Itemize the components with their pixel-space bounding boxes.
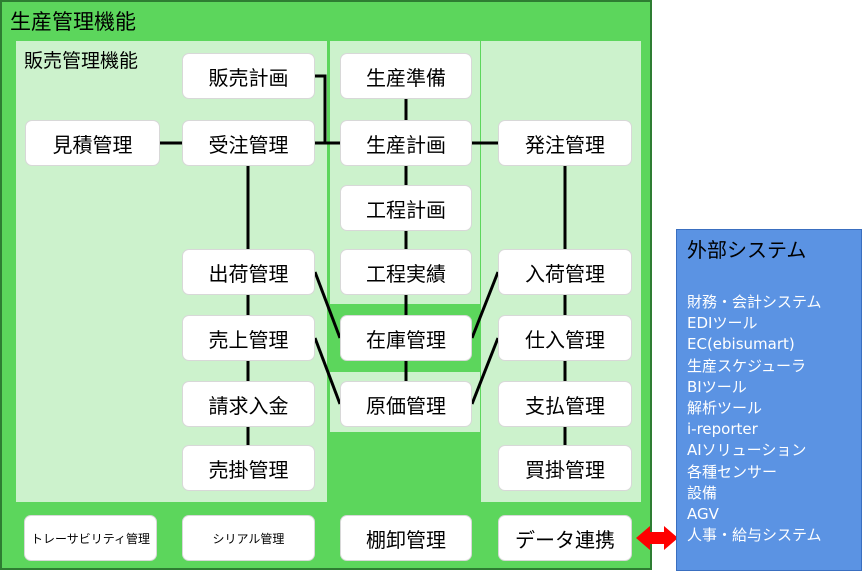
external-item: 財務・会計システム [687,293,822,311]
box-seisan-keikaku: 生産計画 [340,120,472,166]
box-nyuka: 入荷管理 [498,249,632,295]
external-item: AGV [687,505,719,524]
box-juchu: 受注管理 [182,120,315,166]
box-seikyu: 請求入金 [182,381,315,427]
external-item: 生産スケジューラ [687,356,806,375]
box-shiire: 仕入管理 [498,315,632,361]
box-koutei-keikaku: 工程計画 [340,185,472,231]
box-mitsumori: 見積管理 [25,120,160,166]
box-uriage: 売上管理 [182,315,315,361]
box-data-renkei: データ連携 [498,515,632,561]
external-item: i-reporter [687,420,758,439]
external-item: 人事・給与システム [687,526,822,545]
external-item: 解析ツール [687,399,763,418]
box-shiharai: 支払管理 [498,381,632,427]
box-traceability: トレーサビリティ管理 [24,515,157,561]
box-hatchu: 発注管理 [498,120,632,166]
external-systems-list: 財務・会計システム EDIツール EC(ebisumart) 生産スケジューラ … [687,292,822,546]
external-item: AIソリューション [687,441,807,460]
external-item: EDIツール [687,314,758,333]
box-seisan-junbi: 生産準備 [340,53,472,99]
external-systems-panel: 外部システム 財務・会計システム EDIツール EC(ebisumart) 生産… [676,229,862,571]
box-serial: シリアル管理 [182,515,315,561]
box-shukka: 出荷管理 [182,249,315,295]
sales-panel-title: 販売管理機能 [24,50,139,72]
box-koutei-jisseki: 工程実績 [340,249,472,295]
external-item: EC(ebisumart) [687,335,795,354]
box-tanaoroshi: 棚卸管理 [340,515,472,561]
external-item: 設備 [687,483,718,502]
box-hanbai-keikaku: 販売計画 [182,53,315,99]
external-systems-title: 外部システム [687,238,807,262]
box-kaikake: 買掛管理 [498,445,632,491]
box-urikake: 売掛管理 [182,445,315,491]
production-management-title: 生産管理機能 [10,10,136,34]
external-item: BIツール [687,377,747,396]
box-zaiko: 在庫管理 [340,315,472,361]
external-item: 各種センサー [687,462,778,481]
box-genka: 原価管理 [340,381,472,427]
